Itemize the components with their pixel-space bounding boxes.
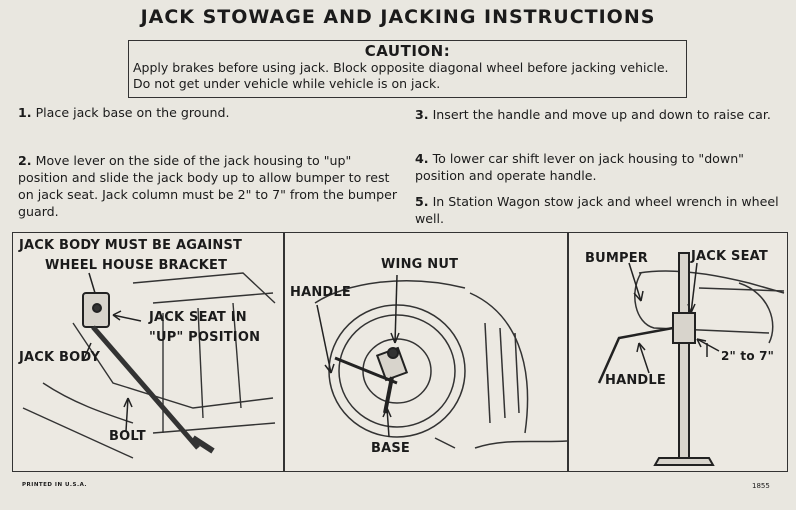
label-jack-seat-line2: "UP" POSITION bbox=[149, 330, 261, 345]
page-title: JACK STOWAGE AND JACKING INSTRUCTIONS bbox=[140, 6, 656, 28]
label-handle: HANDLE bbox=[290, 285, 351, 300]
step-2: 2. Move lever on the side of the jack ho… bbox=[18, 152, 398, 220]
step-number: 2. bbox=[18, 153, 32, 168]
label-heading-line1: JACK BODY MUST BE AGAINST bbox=[19, 238, 243, 253]
printed-note: PRINTED IN U.S.A. bbox=[22, 482, 88, 488]
label-bumper: BUMPER bbox=[585, 251, 649, 266]
caution-text: Apply brakes before using jack. Block op… bbox=[133, 60, 669, 91]
step-number: 5. bbox=[415, 194, 429, 209]
step-number: 4. bbox=[415, 151, 429, 166]
step-5: 5. In Station Wagon stow jack and wheel … bbox=[415, 193, 795, 227]
panel-wheel-house: JACK BODY MUST BE AGAINST WHEEL HOUSE BR… bbox=[12, 232, 284, 472]
step-3: 3. Insert the handle and move up and dow… bbox=[415, 106, 795, 123]
caution-box: CAUTION: Apply brakes before using jack.… bbox=[128, 40, 687, 98]
step-text: Place jack base on the ground. bbox=[35, 105, 230, 120]
label-distance: 2" to 7" bbox=[721, 349, 775, 363]
wheel-house-illustration bbox=[22, 272, 276, 459]
step-text: Insert the handle and move up and down t… bbox=[432, 107, 771, 122]
caution-heading: CAUTION: bbox=[364, 42, 451, 60]
label-heading-line2: WHEEL HOUSE BRACKET bbox=[45, 258, 228, 273]
label-wing-nut: WING NUT bbox=[381, 257, 459, 272]
step-text: Move lever on the side of the jack housi… bbox=[18, 153, 398, 219]
label-jack-body: JACK BODY bbox=[19, 350, 101, 365]
panel-spare-wheel: WING NUT HANDLE BASE bbox=[284, 232, 568, 472]
step-text: In Station Wagon stow jack and wheel wre… bbox=[415, 194, 779, 226]
bumper-jack-illustration bbox=[597, 252, 785, 466]
label-base: BASE bbox=[371, 441, 411, 456]
step-number: 1. bbox=[18, 105, 32, 120]
panel-bumper-jack: BUMPER JACK SEAT 2" to 7" HANDLE bbox=[568, 232, 788, 472]
form-code: 1855 bbox=[752, 482, 770, 490]
step-1: 1. Place jack base on the ground. bbox=[18, 104, 398, 121]
label-handle: HANDLE bbox=[605, 373, 666, 388]
label-jack-seat: JACK SEAT bbox=[691, 249, 769, 264]
step-4: 4. To lower car shift lever on jack hous… bbox=[415, 150, 795, 184]
step-number: 3. bbox=[415, 107, 429, 122]
spare-wheel-illustration bbox=[314, 274, 568, 449]
step-text: To lower car shift lever on jack housing… bbox=[415, 151, 744, 183]
label-bolt: BOLT bbox=[109, 429, 146, 444]
label-jack-seat-line1: JACK SEAT IN bbox=[149, 310, 247, 325]
